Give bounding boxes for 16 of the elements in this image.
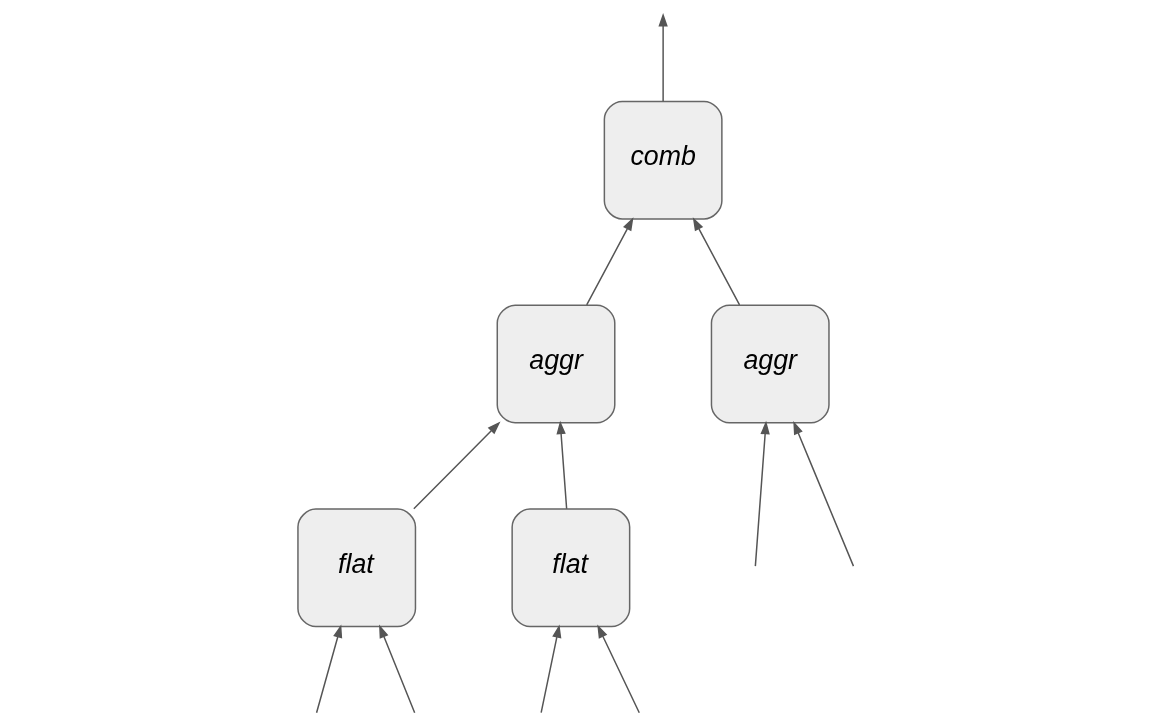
node-box: flat [296, 508, 416, 628]
arrow [539, 624, 561, 714]
node-box: aggr [496, 304, 616, 424]
arrow [754, 420, 770, 567]
arrow [792, 421, 854, 567]
arrow [378, 624, 415, 714]
node-box: flat [510, 508, 630, 628]
node-box: comb [603, 100, 723, 220]
node-box: aggr [710, 304, 830, 424]
arrow [412, 421, 500, 510]
arrow [657, 13, 668, 102]
arrow [585, 217, 633, 306]
arrow [315, 624, 342, 714]
arrow [596, 624, 640, 714]
arrow [692, 217, 740, 306]
arrow [555, 420, 567, 510]
